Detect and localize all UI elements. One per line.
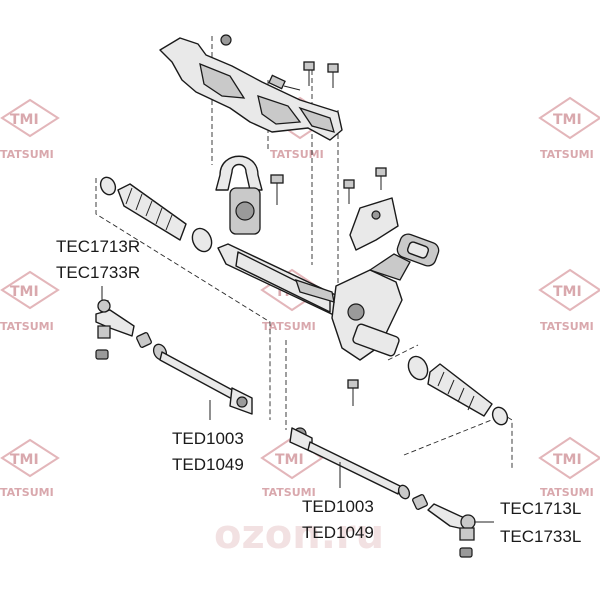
mounting-plate xyxy=(349,197,399,251)
bolt xyxy=(347,379,359,406)
steering-rack-boot-right xyxy=(427,363,493,417)
svg-text:TMI: TMI xyxy=(10,284,39,300)
watermark-logo: TMI TATSUMI xyxy=(0,270,60,333)
part-number: TED1049 xyxy=(302,523,374,542)
svg-text:TMI: TMI xyxy=(275,452,304,468)
svg-text:TMI: TMI xyxy=(10,452,39,468)
svg-text:TMI: TMI xyxy=(553,112,582,128)
label-inner-tie-rod-left: TED1003 TED1049 xyxy=(172,429,244,474)
boot-clamp xyxy=(191,227,213,253)
watermark-logo: TMI TATSUMI xyxy=(538,96,600,161)
svg-text:TATSUMI: TATSUMI xyxy=(270,148,324,161)
steering-rack-housing xyxy=(217,243,411,361)
mounting-bracket xyxy=(159,34,343,141)
svg-text:TATSUMI: TATSUMI xyxy=(0,148,54,161)
part-number: TEC1733R xyxy=(56,263,140,282)
svg-text:TATSUMI: TATSUMI xyxy=(262,486,316,499)
part-number: TED1003 xyxy=(302,497,374,516)
boot-clamp xyxy=(491,406,509,426)
boot-clamp xyxy=(99,176,117,196)
bolt xyxy=(375,167,387,190)
steering-rack-boot-left xyxy=(117,183,187,241)
rubber-mount xyxy=(396,233,440,267)
boot-clamp xyxy=(407,355,429,381)
inner-tie-rod-left xyxy=(152,343,253,420)
watermark-site: ozon.ru xyxy=(214,512,384,558)
part-number: TEC1733L xyxy=(500,527,581,546)
label-tie-rod-end-right: TEC1713R TEC1733R xyxy=(56,237,140,282)
label-tie-rod-end-left: TEC1713L TEC1733L xyxy=(500,499,581,546)
part-number: TED1003 xyxy=(172,429,244,448)
svg-text:TATSUMI: TATSUMI xyxy=(540,320,594,333)
svg-text:TATSUMI: TATSUMI xyxy=(540,148,594,161)
svg-text:TMI: TMI xyxy=(10,112,39,128)
bolt xyxy=(303,61,315,86)
watermark-logo: TMI TATSUMI xyxy=(260,436,324,499)
svg-text:TMI: TMI xyxy=(553,284,582,300)
bolt xyxy=(268,74,301,91)
part-number: TEC1713L xyxy=(500,499,581,518)
bolt xyxy=(343,179,355,204)
part-number: TED1049 xyxy=(172,455,244,474)
svg-text:TATSUMI: TATSUMI xyxy=(0,486,54,499)
clamp xyxy=(215,155,263,191)
watermark-layer: TMI TATSUMI TMI TATSUMI TMI TATSUMI TMI … xyxy=(0,96,600,558)
bolt xyxy=(327,63,339,88)
rubber-bushing xyxy=(229,187,261,235)
inner-tie-rod-right xyxy=(289,427,411,500)
part-number: TEC1713R xyxy=(56,237,140,256)
tie-rod-end-left-part xyxy=(427,503,494,558)
watermark-logo: TMI TATSUMI xyxy=(538,268,600,333)
tie-rod-end-right-part xyxy=(95,286,135,360)
lock-nut xyxy=(412,494,428,510)
bolt xyxy=(270,174,284,205)
svg-text:TATSUMI: TATSUMI xyxy=(262,320,316,333)
watermark-logo: TMI TATSUMI xyxy=(0,98,60,161)
svg-text:TMI: TMI xyxy=(553,452,582,468)
svg-text:TATSUMI: TATSUMI xyxy=(540,486,594,499)
label-inner-tie-rod-right: TED1003 TED1049 xyxy=(302,497,374,542)
svg-text:TATSUMI: TATSUMI xyxy=(0,320,54,333)
watermark-logo: TMI TATSUMI xyxy=(0,438,60,499)
watermark-logo: TMI TATSUMI xyxy=(538,436,600,499)
lock-nut xyxy=(136,332,152,348)
